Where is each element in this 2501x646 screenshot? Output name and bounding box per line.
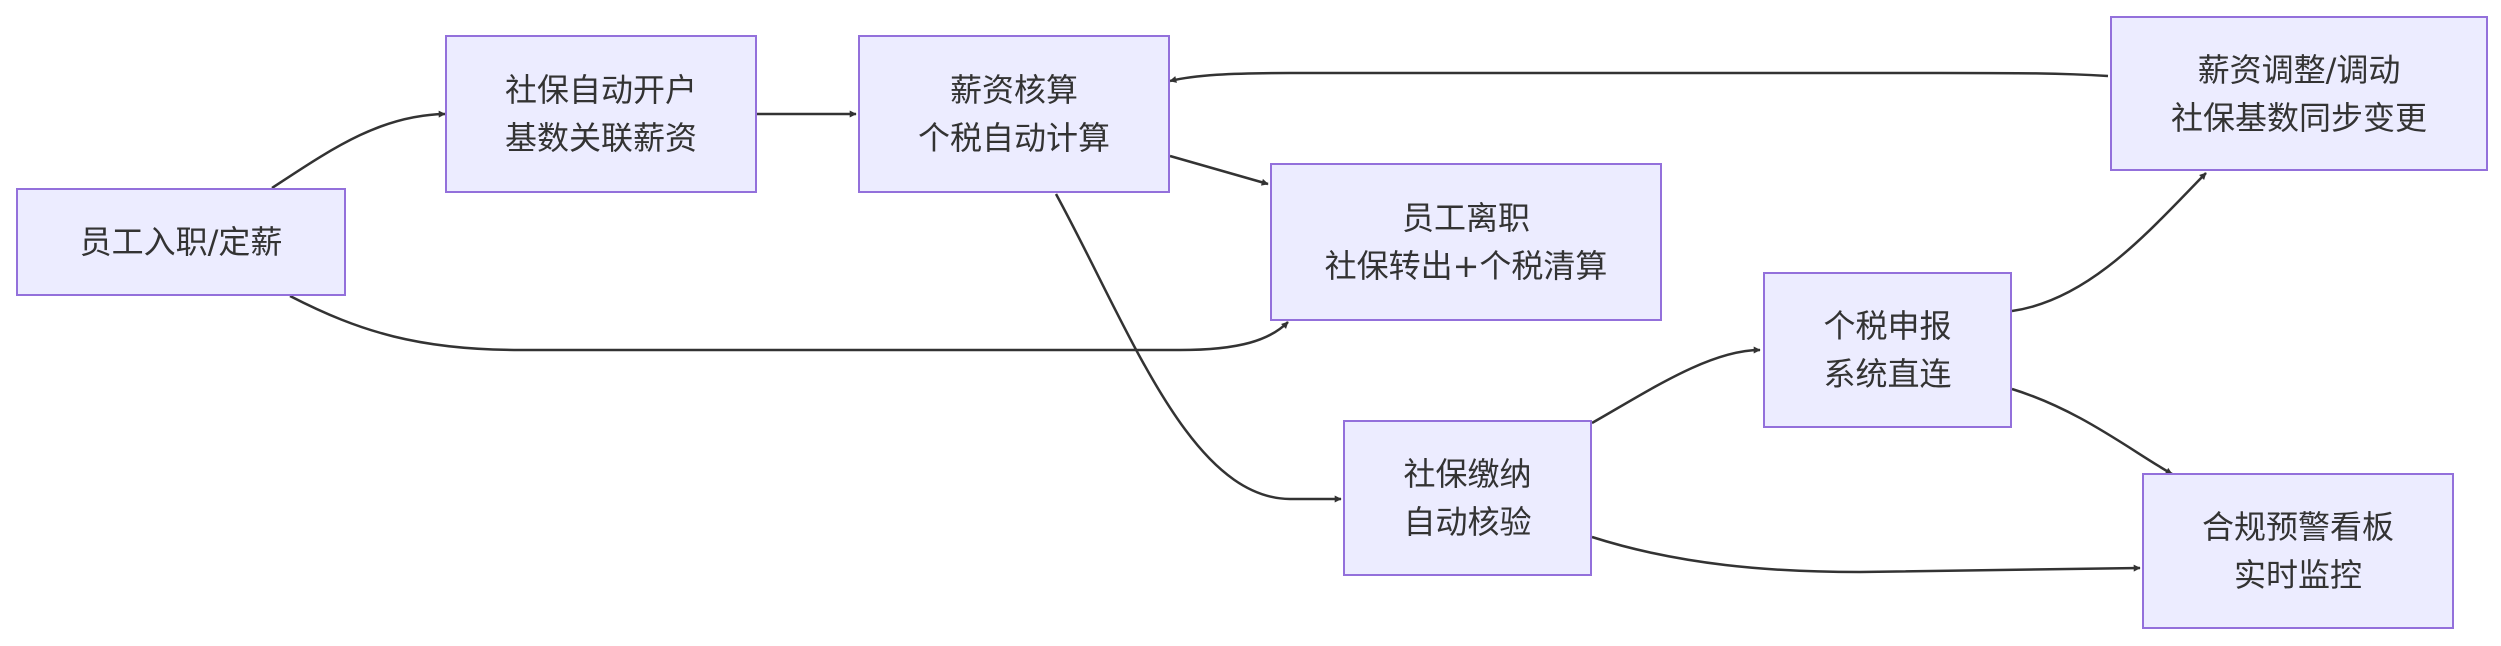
node-tax-report-line-1: 个税申报	[1823, 307, 1952, 345]
node-payroll-line-2: 个税自动计算	[917, 119, 1110, 157]
node-social-pay-line-1: 社保缴纳	[1403, 455, 1532, 493]
node-adjust-line-1: 薪资调整/调动	[2197, 50, 2401, 89]
node-resign-line-2: 社保转出+个税清算	[1324, 247, 1608, 285]
node-tax-report: 个税申报 系统直连	[1763, 272, 2012, 428]
node-dashboard-line-2: 实时监控	[2233, 556, 2362, 594]
node-dashboard-line-1: 合规预警看板	[2201, 508, 2394, 546]
node-onboard-line-1: 员工入职/定薪	[79, 223, 283, 261]
edge-payroll-to-social-pay	[1054, 193, 1342, 503]
node-social-pay: 社保缴纳 自动核验	[1343, 420, 1592, 576]
node-payroll-line-1: 薪资核算	[949, 71, 1078, 109]
edge-onboard-to-resign	[289, 294, 1289, 352]
edge-payroll-to-resign	[1169, 154, 1269, 186]
node-resign: 员工离职 社保转出+个税清算	[1270, 163, 1662, 321]
edge-onboard-to-social-open	[271, 110, 446, 190]
node-adjust-line-2: 社保基数同步变更	[2170, 98, 2427, 137]
node-resign-line-1: 员工离职	[1401, 199, 1530, 237]
node-social-open-line-1: 社保自动开户	[504, 71, 697, 109]
node-adjust: 薪资调整/调动 社保基数同步变更	[2110, 16, 2488, 171]
edge-tax-report-to-adjust	[2011, 172, 2207, 313]
edge-social-pay-to-tax-report	[1591, 346, 1761, 425]
node-payroll: 薪资核算 个税自动计算	[858, 35, 1170, 193]
node-social-open-line-2: 基数关联薪资	[504, 119, 697, 157]
node-tax-report-line-2: 系统直连	[1823, 355, 1952, 393]
node-social-open: 社保自动开户 基数关联薪资	[445, 35, 757, 193]
node-social-pay-line-2: 自动核验	[1403, 503, 1532, 541]
edge-tax-report-to-dashboard	[2011, 387, 2173, 476]
edge-social-pay-to-dashboard	[1591, 535, 2141, 574]
node-onboard: 员工入职/定薪	[16, 188, 346, 296]
node-dashboard: 合规预警看板 实时监控	[2142, 473, 2454, 629]
edge-adjust-to-payroll	[1169, 71, 2109, 83]
